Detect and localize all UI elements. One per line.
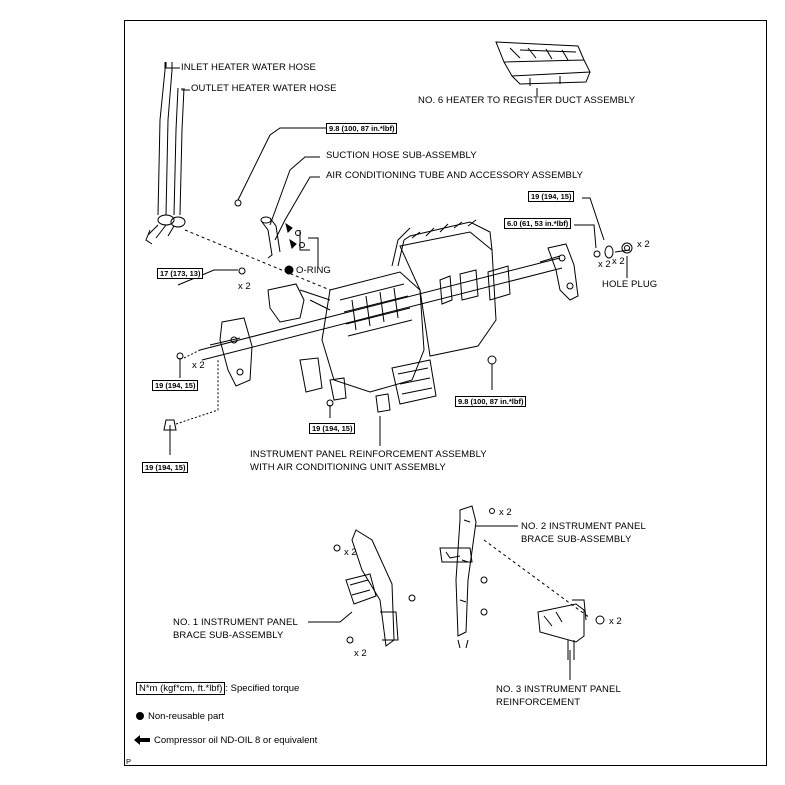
torque-leader-17 xyxy=(177,269,238,286)
qty-x2-brace1-top: x 2 xyxy=(344,547,357,558)
bolt-dash xyxy=(183,349,201,359)
diagram-frame xyxy=(124,20,767,766)
bolt-icon xyxy=(489,508,495,514)
legend-compressor-oil-text: Compressor oil ND-OIL 8 or equivalent xyxy=(154,735,318,746)
outlet-hose-leader xyxy=(181,88,190,91)
ac-unit-assembly xyxy=(199,219,579,413)
qty-x2-right-b: x 2 xyxy=(612,256,625,267)
qty-x2-hole-plug: x 2 xyxy=(637,239,650,250)
ac-tube-leader xyxy=(274,176,320,241)
no3-reinforcement xyxy=(537,599,587,660)
bolt-icon xyxy=(163,419,177,431)
torque-spec-19-center: 19 (194, 15) xyxy=(309,423,356,434)
qty-x2-17: x 2 xyxy=(238,281,251,292)
legend-torque: N*m (kgf*cm, ft.*lbf): Specified torque xyxy=(136,682,300,695)
legend-non-reusable: Non-reusable part xyxy=(136,711,224,723)
bolt-icon xyxy=(604,245,614,259)
bolt-icon xyxy=(480,576,488,584)
label-brace2-line1: NO. 2 INSTRUMENT PANEL xyxy=(521,521,646,532)
no6-heater-duct xyxy=(495,41,591,86)
qty-x2-left: x 2 xyxy=(192,360,205,371)
suction-hose-leader xyxy=(269,156,320,226)
o-ring-group xyxy=(285,222,319,268)
corner-mark: P xyxy=(126,757,132,766)
non-reusable-dot-icon xyxy=(136,712,144,720)
heater-water-hoses xyxy=(145,62,186,245)
torque-spec-19-right: 19 (194, 15) xyxy=(528,191,575,202)
hose-dash-line xyxy=(184,229,331,291)
torque-leader-6-0 xyxy=(574,224,597,249)
compressor-oil-arrow-icon xyxy=(134,735,150,745)
bolt-icon xyxy=(487,355,497,365)
torque-spec-9-8-top: 9.8 (100, 87 in.*lbf) xyxy=(326,123,398,134)
label-no6-heater-duct: NO. 6 HEATER TO REGISTER DUCT ASSEMBLY xyxy=(418,95,636,106)
bolt-icon xyxy=(238,267,246,275)
bolt-icon xyxy=(346,636,354,644)
label-outlet-heater-water-hose: OUTLET HEATER WATER HOSE xyxy=(191,83,337,94)
bolt-icon xyxy=(480,608,488,616)
inlet-hose-leader xyxy=(165,62,180,69)
qty-x2-right-a: x 2 xyxy=(598,259,611,270)
label-suction-hose: SUCTION HOSE SUB-ASSEMBLY xyxy=(326,150,477,161)
qty-leader xyxy=(614,249,631,253)
bolt-icon xyxy=(326,399,334,407)
qty-x2-brace1-bottom: x 2 xyxy=(354,648,367,659)
no1-brace xyxy=(345,529,399,647)
label-brace2-line2: BRACE SUB-ASSEMBLY xyxy=(521,534,632,545)
brace-dash xyxy=(483,539,591,619)
no2-brace xyxy=(439,505,477,649)
bolt-icon xyxy=(333,544,341,552)
torque-leader-19-right xyxy=(582,197,605,241)
torque-spec-6-0: 6.0 (61, 53 in.*lbf) xyxy=(504,218,572,229)
label-o-ring: O-RING xyxy=(296,265,331,276)
qty-x2-no3: x 2 xyxy=(609,616,622,627)
non-reusable-dot xyxy=(284,265,294,275)
label-hole-plug: HOLE PLUG xyxy=(602,279,658,290)
bolt-icon xyxy=(595,615,605,625)
legend-torque-text: : Specified torque xyxy=(225,683,300,694)
bolt-icon xyxy=(176,352,184,360)
label-no3-line1: NO. 3 INSTRUMENT PANEL xyxy=(496,684,621,695)
legend-compressor-oil: Compressor oil ND-OIL 8 or equivalent xyxy=(134,735,317,747)
suction-hose-part xyxy=(260,216,281,259)
torque-spec-9-8-mid: 9.8 (100, 87 in.*lbf) xyxy=(455,396,527,407)
hole-plug-icon xyxy=(621,242,633,254)
torque-spec-19-left: 19 (194, 15) xyxy=(152,380,199,391)
label-inlet-heater-water-hose: INLET HEATER WATER HOSE xyxy=(181,62,316,73)
bolt-icon xyxy=(593,250,601,258)
label-ac-tube: AIR CONDITIONING TUBE AND ACCESSORY ASSE… xyxy=(326,170,584,181)
label-brace1-line1: NO. 1 INSTRUMENT PANEL xyxy=(173,617,298,628)
label-no3-line2: REINFORCEMENT xyxy=(496,697,581,708)
label-reinforcement-line2: WITH AIR CONDITIONING UNIT ASSEMBLY xyxy=(250,462,446,473)
brace1-leader xyxy=(308,611,353,623)
label-brace1-line2: BRACE SUB-ASSEMBLY xyxy=(173,630,284,641)
torque-leader-top xyxy=(237,127,326,201)
legend-non-reusable-text: Non-reusable part xyxy=(148,711,225,722)
bolt-dash xyxy=(175,360,219,425)
torque-spec-17: 17 (173, 13) xyxy=(157,268,204,279)
torque-spec-19-bottom: 19 (194, 15) xyxy=(142,462,189,473)
bolt-icon xyxy=(408,594,416,602)
qty-x2-brace2: x 2 xyxy=(499,507,512,518)
label-reinforcement-line1: INSTRUMENT PANEL REINFORCEMENT ASSEMBLY xyxy=(250,449,487,460)
bolt-icon xyxy=(234,199,242,207)
legend-torque-unit: N*m (kgf*cm, ft.*lbf) xyxy=(136,682,226,695)
